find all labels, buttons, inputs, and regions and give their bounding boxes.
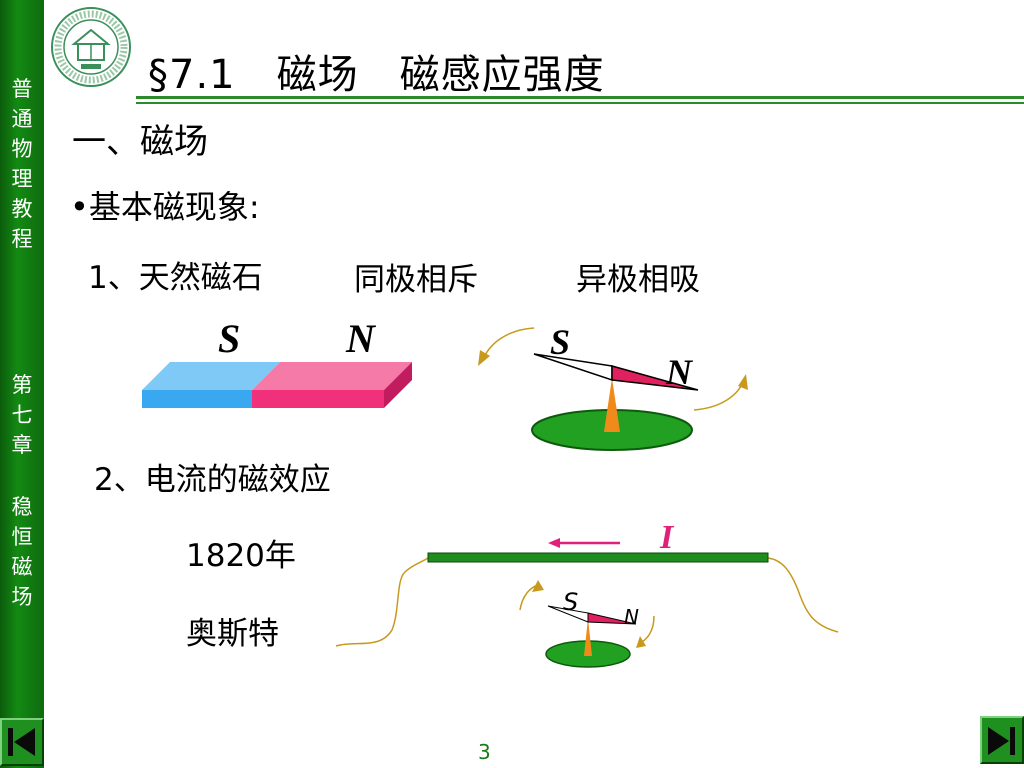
item-current-magnetic-effect: 2、电流的磁效应: [94, 462, 331, 498]
arrow-head-icon: [478, 350, 490, 366]
next-slide-button[interactable]: [980, 716, 1024, 764]
sidebar-topic: 稳 恒 磁 场: [0, 492, 44, 612]
section-heading: 一、磁场: [72, 122, 208, 162]
title-divider: [136, 96, 1024, 99]
slide-title: §7.1 磁场 磁感应强度: [148, 52, 605, 98]
sidebar-char: 章: [11, 433, 33, 457]
wire-lead-left: [335, 557, 429, 647]
sidebar-char: 第: [11, 373, 33, 397]
magnet-n-top: [252, 362, 412, 390]
current-wire: [427, 552, 769, 563]
small-needle-n: [587, 612, 637, 625]
skip-back-icon: [8, 728, 35, 756]
skip-forward-icon: [988, 727, 1015, 755]
small-s-label: S: [563, 588, 578, 616]
sidebar-char: 通: [11, 107, 33, 131]
arrow-head-icon: [738, 374, 748, 390]
rotation-arrow-right: [693, 379, 745, 411]
compass-large: S N: [478, 322, 748, 451]
title-divider-thin: [136, 102, 1024, 104]
arrow-head-icon: [636, 636, 646, 648]
compass-pivot: [604, 378, 620, 432]
label-unlike-poles-attract: 异极相吸: [576, 262, 700, 298]
compass-n-label: N: [665, 352, 694, 392]
magnet-n-side: [384, 362, 412, 408]
oersted-experiment: I S N: [335, 519, 839, 668]
page-number: 3: [478, 740, 491, 764]
magnet-s-label: S: [218, 316, 240, 361]
university-logo-icon: [51, 7, 131, 87]
label-like-poles-repel: 同极相斥: [354, 262, 478, 298]
sidebar-chapter: 第 七 章: [0, 370, 44, 460]
bullet-basic-phenomena: •基本磁现象:: [70, 188, 260, 226]
bar-magnet: S N: [142, 316, 412, 408]
sidebar-char: 七: [11, 403, 33, 427]
sidebar-char: 普: [11, 77, 33, 101]
magnet-s-face: [142, 390, 252, 408]
scientist-name: 奥斯特: [186, 616, 279, 652]
magnet-n-label: N: [345, 316, 377, 361]
compass-needle-s: [533, 353, 613, 382]
rotation-arrow-left: [481, 327, 535, 363]
sidebar-course-title: 普 通 物 理 教 程: [0, 74, 44, 254]
sidebar-char: 稳: [11, 495, 33, 519]
small-n-label: N: [624, 605, 639, 629]
sidebar-char: 程: [11, 227, 33, 251]
arrow-left-icon: [548, 538, 560, 548]
sidebar: 普 通 物 理 教 程 第 七 章 稳 恒 磁 场: [0, 0, 44, 768]
magnet-s-top: [142, 362, 280, 390]
magnet-n-face: [252, 390, 384, 408]
sidebar-char: 场: [11, 585, 33, 609]
sidebar-char: 理: [11, 167, 33, 191]
prev-slide-button[interactable]: [0, 718, 44, 766]
arrow-head-icon: [532, 580, 544, 592]
current-label: I: [659, 519, 675, 556]
sidebar-char: 磁: [11, 555, 33, 579]
compass-needle-n: [611, 365, 699, 391]
sidebar-char: 教: [11, 197, 33, 221]
sidebar-char: 恒: [11, 525, 33, 549]
sidebar-char: 物: [11, 137, 33, 161]
item-natural-magnet: 1、天然磁石: [88, 260, 263, 296]
year-label: 1820年: [186, 538, 296, 574]
compass-s-label: S: [550, 322, 570, 362]
wire-lead-right: [767, 557, 839, 633]
small-compass-pivot: [584, 618, 592, 656]
